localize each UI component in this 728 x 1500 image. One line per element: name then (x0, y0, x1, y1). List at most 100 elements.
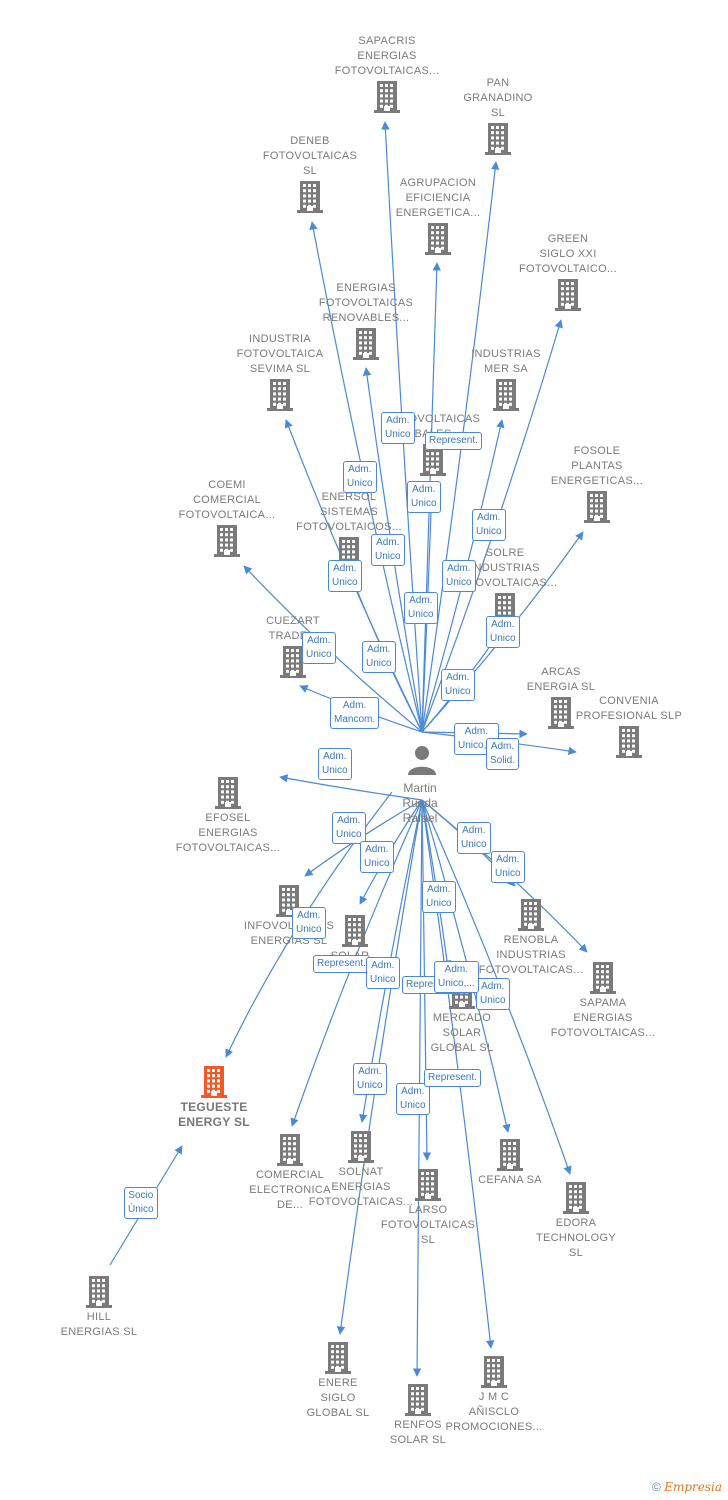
relation-badge-r29[interactable]: Adm. Unico (353, 1063, 387, 1095)
building-icon (563, 1182, 589, 1214)
company-cuezart[interactable]: CUEZART TRADE... (228, 614, 358, 680)
relation-badge-r32[interactable]: Socio Único (124, 1187, 158, 1219)
company-name: ENERE SIGLO GLOBAL SL (306, 1377, 370, 1419)
company-industria_sevima[interactable]: INDUSTRIA FOTOVOLTAICA SEVIMA SL (215, 332, 345, 413)
company-jmc[interactable]: J M C AÑISCLO PROMOCIONES... (429, 1354, 559, 1435)
company-renobla[interactable]: RENOBLA INDUSTRIAS FOTOVOLTAICAS... (466, 897, 596, 978)
relation-badge-r30[interactable]: Adm. Unico (396, 1083, 430, 1115)
company-larso[interactable]: LARSO FOTOVOLTAICAS SL (363, 1167, 493, 1248)
company-enersol[interactable]: ENERSOL SISTEMAS FOTOVOLTAICOS... (284, 490, 414, 571)
relation-badge-r16[interactable]: Adm. Solid. (486, 738, 520, 770)
company-name: TEGUESTE ENERGY SL (178, 1100, 250, 1129)
company-name: INDUSTRIA FOTOVOLTAICA SEVIMA SL (236, 333, 324, 375)
relation-badge-r3[interactable]: Adm. Unico (343, 461, 377, 493)
relation-badge-r12[interactable]: Adm. Unico (362, 641, 396, 673)
relation-badge-r28[interactable]: Adm. Unico,... (434, 961, 479, 993)
company-name: RENOBLA INDUSTRIAS FOTOVOLTAICAS... (478, 934, 584, 976)
company-hill[interactable]: HILL ENERGIAS SL (34, 1274, 164, 1340)
relation-badge-r2[interactable]: Represent. (425, 432, 482, 450)
building-icon (280, 646, 306, 678)
company-enere[interactable]: ENERE SIGLO GLOBAL SL (273, 1340, 403, 1421)
relation-badge-r23[interactable]: Adm. Unico (292, 907, 326, 939)
company-sapama[interactable]: SAPAMA ENERGIAS FOTOVOLTAICAS... (538, 960, 668, 1041)
company-industrias_mer[interactable]: INDUSTRIAS MER SA (441, 347, 571, 413)
relation-badge-r6[interactable]: Adm. Unico (371, 534, 405, 566)
relation-badge-r5[interactable]: Adm. Unico (472, 509, 506, 541)
company-green[interactable]: GREEN SIGLO XXI FOTOVOLTAICO... (503, 232, 633, 313)
building-icon (277, 1134, 303, 1166)
relation-badge-r22[interactable]: Adm. Unico (422, 881, 456, 913)
company-name: ARCAS ENERGIA SL (526, 666, 596, 693)
building-icon (548, 697, 574, 729)
relation-badge-r18[interactable]: Adm. Unico (332, 812, 366, 844)
relation-badge-r9[interactable]: Adm. Unico (404, 592, 438, 624)
building-icon (342, 915, 368, 947)
company-name: J M C AÑISCLO PROMOCIONES... (445, 1391, 543, 1433)
company-comercial_elec[interactable]: COMERCIAL ELECTRONICA DE... (225, 1132, 355, 1213)
relation-badge-r8[interactable]: Adm. Unico (442, 560, 476, 592)
company-arcas[interactable]: ARCAS ENERGIA SL (496, 665, 626, 731)
company-fosole[interactable]: FOSOLE PLANTAS ENERGETICAS... (532, 444, 662, 525)
relation-badge-r4[interactable]: Adm. Unico (407, 481, 441, 513)
company-renfos[interactable]: RENFOS SOLAR SL (353, 1382, 483, 1448)
company-name: SOLNAT ENERGIAS FOTOVOLTAICAS... (308, 1166, 414, 1208)
building-icon (405, 1384, 431, 1416)
person-icon[interactable] (406, 744, 438, 776)
building-icon (297, 181, 323, 213)
company-convenia[interactable]: CONVENIA PROFESIONAL SLP (564, 694, 694, 760)
relation-badge-r24[interactable]: Represent. (313, 955, 370, 973)
company-name: INDUSTRIAS MER SA (471, 348, 541, 375)
company-name: CUEZART TRADE... (266, 615, 320, 642)
building-icon (420, 444, 446, 476)
relation-badge-r21[interactable]: Adm. Unico (491, 851, 525, 883)
relation-badge-r17[interactable]: Adm. Unico (318, 748, 352, 780)
brand-logo[interactable]: Empresia (664, 1480, 722, 1494)
relation-badge-r27[interactable]: Adm. Unico (476, 978, 510, 1010)
relation-badge-r19[interactable]: Adm. Unico (360, 841, 394, 873)
edge-efosel (279, 774, 423, 801)
company-name: RENFOS SOLAR SL (389, 1419, 447, 1446)
building-icon (215, 777, 241, 809)
company-name: EDORA TECHNOLOGY SL (535, 1217, 616, 1259)
building-icon (415, 1169, 441, 1201)
building-icon (348, 1131, 374, 1163)
relation-badge-r1[interactable]: Adm. Unico (381, 412, 415, 444)
relation-badge-r7[interactable]: Adm. Unico (328, 560, 362, 592)
building-icon (616, 726, 642, 758)
company-name: SAPACRIS ENERGIAS FOTOVOLTAICAS... (334, 35, 440, 77)
company-solre[interactable]: SOLRE INDUSTRIAS FOTOVOLTAICAS... (440, 546, 570, 627)
company-pan[interactable]: PAN GRANADINO SL (433, 76, 563, 157)
company-edora[interactable]: EDORA TECHNOLOGY SL (511, 1180, 641, 1261)
building-icon (214, 525, 240, 557)
building-icon (518, 899, 544, 931)
company-agrupacion[interactable]: AGRUPACION EFICIENCIA ENERGETICA... (373, 176, 503, 257)
company-deneb[interactable]: DENEB FOTOVOLTAICAS SL (245, 134, 375, 215)
building-icon (353, 328, 379, 360)
company-name: CONVENIA PROFESIONAL SLP (575, 695, 683, 722)
building-icon (555, 279, 581, 311)
relation-badge-r13[interactable]: Adm. Unico (441, 669, 475, 701)
company-solnat[interactable]: SOLNAT ENERGIAS FOTOVOLTAICAS... (296, 1129, 426, 1210)
relation-badge-r20[interactable]: Adm. Unico (457, 822, 491, 854)
building-icon (425, 223, 451, 255)
building-icon (201, 1066, 227, 1098)
company-energias_renov[interactable]: ENERGIAS FOTOVOLTAICAS RENOVABLES... (301, 281, 431, 362)
company-cefana[interactable]: CEFANA SA (445, 1137, 575, 1188)
building-icon (590, 962, 616, 994)
company-tegueste[interactable]: TEGUESTE ENERGY SL (149, 1064, 279, 1130)
building-icon (325, 1342, 351, 1374)
person-name[interactable]: Martin Rueda Rafael (402, 781, 438, 825)
company-name: CEFANA SA (478, 1174, 542, 1186)
relation-badge-r25[interactable]: Adm. Unico (366, 957, 400, 989)
company-sapacris[interactable]: SAPACRIS ENERGIAS FOTOVOLTAICAS... (322, 34, 452, 115)
relation-badge-r14[interactable]: Adm. Mancom. (330, 697, 380, 729)
company-name: PAN GRANADINO SL (463, 77, 533, 119)
company-name: COEMI COMERCIAL FOTOVOLTAICA... (178, 479, 276, 521)
relation-badge-r31[interactable]: Represent. (424, 1069, 481, 1087)
company-efosel[interactable]: EFOSEL ENERGIAS FOTOVOLTAICAS... (163, 775, 293, 856)
relation-badge-r11[interactable]: Adm. Unico (302, 632, 336, 664)
building-icon (584, 491, 610, 523)
relation-badge-r10[interactable]: Adm. Unico (486, 616, 520, 648)
building-icon (493, 379, 519, 411)
company-coemi[interactable]: COEMI COMERCIAL FOTOVOLTAICA... (162, 478, 292, 559)
